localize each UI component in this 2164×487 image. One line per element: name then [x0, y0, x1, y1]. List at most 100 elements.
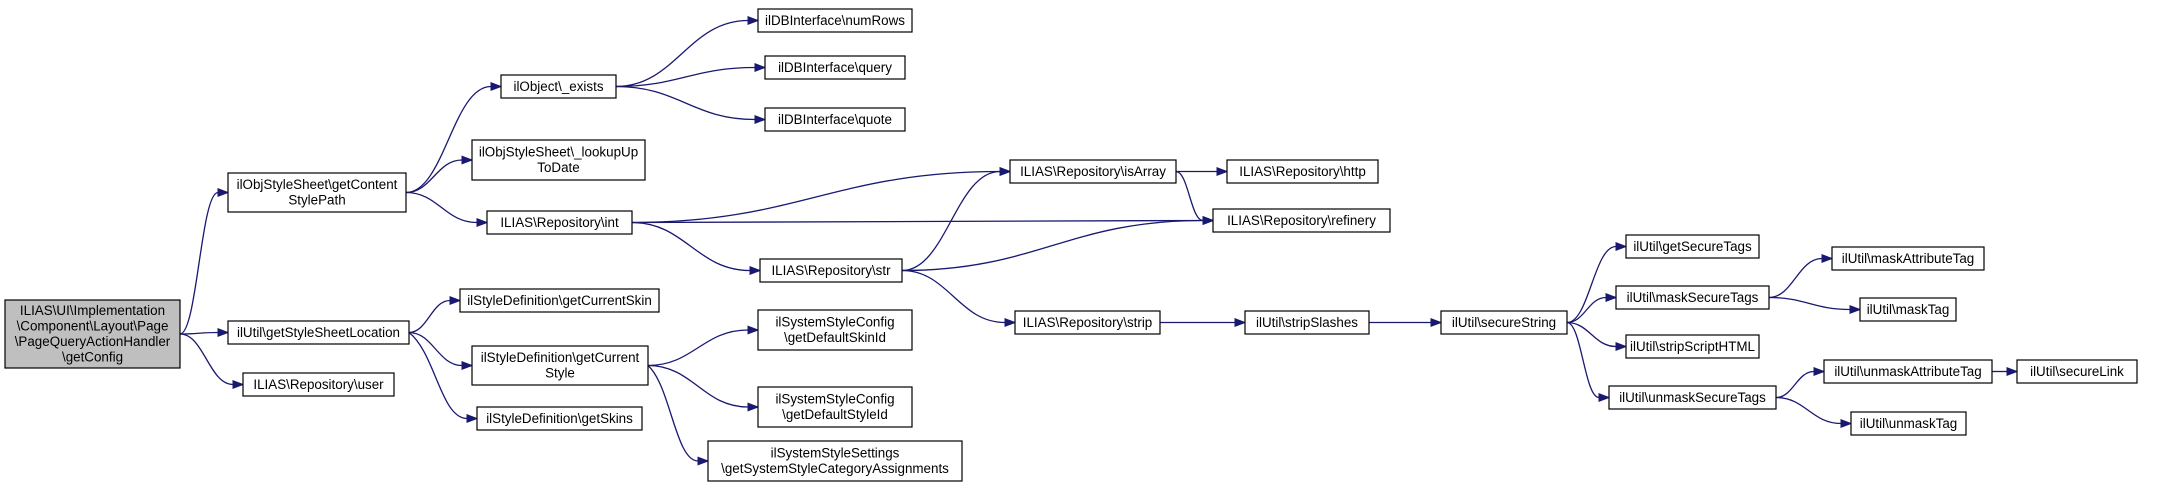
node-label: ilObjStyleSheet\getContent [237, 177, 398, 192]
node-label: \getConfig [62, 350, 123, 365]
edge-unmaskAttributeTag-to-secureLink [1992, 366, 2019, 377]
node-label: ilUtil\maskAttributeTag [1842, 251, 1974, 266]
edge-arrowhead [747, 402, 760, 412]
node-box [1608, 385, 1777, 410]
edge-arrowhead [1598, 392, 1611, 403]
edge-line [631, 221, 751, 272]
edge-arrowhead [747, 325, 760, 335]
node-label: ilStyleDefinition\getCurrent [481, 350, 640, 365]
node-http[interactable]: ILIAS\Repository\http [1226, 159, 1379, 184]
node-objExists[interactable]: ilObject\_exists [500, 74, 617, 99]
node-maskSecureTags[interactable]: ilUtil\maskSecureTags [1615, 285, 1770, 310]
node-label: ilUtil\stripScriptHTML [1630, 339, 1755, 354]
node-secureLink[interactable]: ilUtil\secureLink [2016, 359, 2138, 384]
node-box [1615, 285, 1770, 310]
edge-getStyleSheetLocation-to-getCurrentStyle [408, 331, 474, 371]
edge-arrowhead [749, 265, 762, 276]
node-getStyleSheetLocation[interactable]: ilUtil\getStyleSheetLocation [227, 320, 410, 345]
edge-line [179, 191, 219, 335]
node-box [764, 55, 906, 80]
edge-getContentStylePath-to-repoInt [405, 191, 489, 228]
node-label: ILIAS\Repository\refinery [1227, 213, 1376, 228]
node-maskTag[interactable]: ilUtil\maskTag [1859, 297, 1957, 322]
edge-arrowhead [232, 379, 245, 390]
node-defaultStyleId[interactable]: ilSystemStyleConfig\getDefaultStyleId [757, 386, 913, 428]
node-defaultSkinId[interactable]: ilSystemStyleConfig\getDefaultSkinId [757, 309, 913, 351]
node-label: ILIAS\Repository\http [1239, 164, 1366, 179]
edge-line [647, 365, 699, 462]
node-stripScriptHTML[interactable]: ilUtil\stripScriptHTML [1625, 334, 1760, 359]
node-label: ilUtil\unmaskAttributeTag [1834, 364, 1981, 379]
edge-strip-to-stripSlashes [1160, 317, 1247, 328]
node-label: \getDefaultStyleId [782, 407, 888, 422]
node-box [486, 210, 633, 235]
node-getCurrentSkin[interactable]: ilStyleDefinition\getCurrentSkin [459, 288, 660, 313]
node-stripSlashes[interactable]: ilUtil\stripSlashes [1244, 310, 1370, 335]
node-unmaskSecureTags[interactable]: ilUtil\unmaskSecureTags [1608, 385, 1777, 410]
node-box [1244, 310, 1370, 335]
edge-root-to-repoUser [179, 333, 245, 390]
node-label: ilDBInterface\quote [778, 112, 892, 127]
node-query[interactable]: ilDBInterface\query [764, 55, 906, 80]
node-label: ilUtil\maskSecureTags [1627, 290, 1759, 305]
node-repoStr[interactable]: ILIAS\Repository\str [759, 258, 903, 283]
node-label: \Component\Layout\Page [17, 319, 169, 334]
edge-stripSlashes-to-secureString [1369, 317, 1443, 328]
edge-arrowhead [449, 295, 462, 306]
node-unmaskTag[interactable]: ilUtil\unmaskTag [1850, 411, 1967, 436]
node-isArray[interactable]: ILIAS\Repository\isArray [1009, 159, 1177, 184]
node-box [459, 288, 660, 313]
node-label: \PageQueryActionHandler [15, 334, 171, 349]
node-label: ilDBInterface\numRows [765, 13, 905, 28]
node-label: Style [545, 366, 575, 381]
node-secureString[interactable]: ilUtil\secureString [1440, 310, 1568, 335]
node-label: \getDefaultSkinId [784, 330, 886, 345]
node-getSkins[interactable]: ilStyleDefinition\getSkins [476, 406, 643, 431]
edge-line [901, 219, 1204, 272]
edge-arrowhead [1202, 215, 1215, 226]
edge-isArray-to-refinery [1175, 170, 1215, 226]
edge-arrowhead [754, 62, 767, 73]
nodes-layer: ILIAS\UI\Implementation\Component\Layout… [4, 8, 2138, 482]
edge-getCurrentStyle-to-defaultStyleId [647, 364, 760, 412]
edge-objExists-to-query [615, 62, 767, 88]
edge-root-to-getContentStylePath [179, 187, 230, 335]
node-box [1212, 208, 1391, 233]
node-repoUser[interactable]: ILIAS\Repository\user [242, 372, 395, 397]
node-box [227, 172, 407, 213]
edge-arrowhead [1615, 241, 1628, 252]
node-refinery[interactable]: ILIAS\Repository\refinery [1212, 208, 1391, 233]
edge-repoStr-to-strip [901, 269, 1017, 328]
node-quote[interactable]: ilDBInterface\quote [764, 107, 906, 132]
node-strip[interactable]: ILIAS\Repository\strip [1014, 310, 1161, 335]
edge-line [1566, 245, 1617, 324]
edge-line [631, 170, 1001, 224]
edge-secureString-to-unmaskSecureTags [1566, 321, 1611, 403]
node-label: ilDBInterface\query [778, 60, 892, 75]
edge-getContentStylePath-to-lookupUpToDate [405, 155, 474, 194]
node-label: \getSystemStyleCategoryAssignments [721, 461, 949, 476]
edges-layer [179, 15, 2019, 466]
node-categoryAssignments[interactable]: ilSystemStyleSettings\getSystemStyleCate… [707, 440, 963, 482]
edge-objExists-to-numRows [615, 15, 760, 88]
edge-arrowhead [1849, 304, 1862, 315]
node-label: ilObject\_exists [513, 79, 603, 94]
node-box [757, 386, 913, 428]
edge-line [408, 299, 451, 334]
node-unmaskAttributeTag[interactable]: ilUtil\unmaskAttributeTag [1823, 359, 1993, 384]
edge-line [901, 170, 1001, 272]
node-label: ilSystemStyleSettings [771, 446, 900, 461]
edge-repoInt-to-repoStr [631, 221, 762, 276]
node-box [1625, 334, 1760, 359]
node-maskAttributeTag[interactable]: ilUtil\maskAttributeTag [1831, 246, 1985, 271]
node-getSecureTags[interactable]: ilUtil\getSecureTags [1625, 234, 1760, 259]
edge-getCurrentStyle-to-categoryAssignments [647, 365, 710, 466]
node-root[interactable]: ILIAS\UI\Implementation\Component\Layout… [4, 299, 181, 369]
node-repoInt[interactable]: ILIAS\Repository\int [486, 210, 633, 235]
edge-line [1175, 170, 1204, 222]
node-numRows[interactable]: ilDBInterface\numRows [757, 8, 913, 33]
